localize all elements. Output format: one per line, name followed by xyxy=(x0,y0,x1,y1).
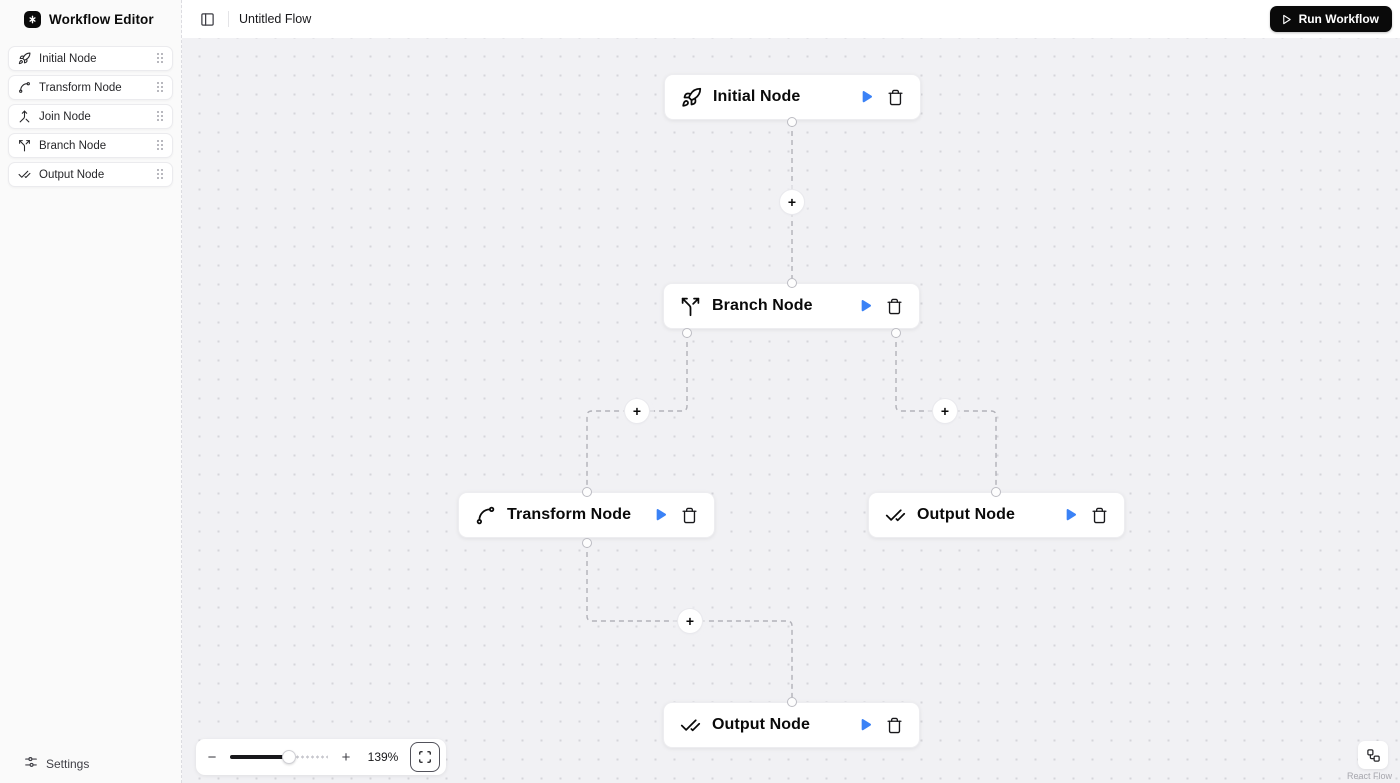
add-node-button[interactable]: + xyxy=(779,189,805,215)
palette-item-label: Transform Node xyxy=(39,81,122,94)
run-workflow-label: Run Workflow xyxy=(1298,12,1379,26)
node-delete-button[interactable] xyxy=(887,89,904,106)
merge-icon xyxy=(18,110,31,123)
node-palette: Initial Node Transform Node Join Node Br… xyxy=(0,38,181,195)
palette-item-initial-node[interactable]: Initial Node xyxy=(8,46,173,71)
trash-icon xyxy=(886,717,903,734)
react-flow-attribution-label[interactable]: React Flow xyxy=(1346,771,1392,781)
fit-view-button[interactable] xyxy=(410,742,440,772)
node-initial[interactable]: Initial Node xyxy=(664,74,921,120)
spline-icon xyxy=(475,505,496,526)
node-run-button[interactable] xyxy=(1062,507,1078,523)
node-delete-button[interactable] xyxy=(681,507,698,524)
handle-output-bottom-target[interactable] xyxy=(787,697,797,707)
node-label: Branch Node xyxy=(712,297,813,314)
palette-item-transform-node[interactable]: Transform Node xyxy=(8,75,173,100)
palette-item-label: Initial Node xyxy=(39,52,97,65)
palette-item-label: Join Node xyxy=(39,110,91,123)
play-icon xyxy=(652,507,668,523)
handle-transform-target[interactable] xyxy=(582,487,592,497)
panel-left-icon xyxy=(200,12,215,27)
edges-layer xyxy=(586,122,997,702)
add-node-button[interactable]: + xyxy=(624,398,650,424)
split-icon xyxy=(680,296,701,317)
rocket-icon xyxy=(681,87,702,108)
grip-icon[interactable] xyxy=(157,53,164,64)
play-icon xyxy=(1062,507,1078,523)
add-node-button[interactable]: + xyxy=(677,608,703,634)
handle-initial-source[interactable] xyxy=(787,117,797,127)
zoom-out-button[interactable]: − xyxy=(202,744,222,770)
palette-item-label: Branch Node xyxy=(39,139,107,152)
grip-icon[interactable] xyxy=(157,111,164,122)
handle-branch-source-left[interactable] xyxy=(682,328,692,338)
trash-icon xyxy=(681,507,698,524)
node-label: Output Node xyxy=(917,506,1015,523)
handle-output-right-target[interactable] xyxy=(991,487,1001,497)
node-transform[interactable]: Transform Node xyxy=(458,492,715,538)
play-icon xyxy=(858,89,874,105)
settings-sliders-icon xyxy=(24,755,38,772)
settings-label: Settings xyxy=(46,756,90,771)
zoom-in-button[interactable]: + xyxy=(336,744,356,770)
react-flow-logo-icon[interactable] xyxy=(1358,741,1388,769)
handle-branch-target[interactable] xyxy=(787,278,797,288)
play-icon xyxy=(857,298,873,314)
play-icon xyxy=(1281,14,1292,25)
handle-transform-source[interactable] xyxy=(582,538,592,548)
node-output-bottom[interactable]: Output Node xyxy=(663,702,920,748)
node-delete-button[interactable] xyxy=(1091,507,1108,524)
sidebar: Workflow Editor Initial Node Transform N… xyxy=(0,0,182,783)
app-logo-asterisk-icon xyxy=(24,11,41,28)
node-output-right[interactable]: Output Node xyxy=(868,492,1125,538)
node-label: Output Node xyxy=(712,716,810,733)
node-delete-button[interactable] xyxy=(886,717,903,734)
grip-icon[interactable] xyxy=(157,140,164,151)
app-title: Workflow Editor xyxy=(49,12,154,27)
trash-icon xyxy=(1091,507,1108,524)
palette-item-join-node[interactable]: Join Node xyxy=(8,104,173,129)
toggle-sidebar-button[interactable] xyxy=(194,6,220,32)
split-icon xyxy=(18,139,31,152)
node-label: Initial Node xyxy=(713,88,801,105)
check-check-icon xyxy=(680,715,701,736)
play-icon xyxy=(857,717,873,733)
flow-name: Untitled Flow xyxy=(239,12,312,26)
rocket-icon xyxy=(18,52,31,65)
node-delete-button[interactable] xyxy=(886,298,903,315)
zoom-level: 139% xyxy=(367,750,399,764)
handle-branch-source-right[interactable] xyxy=(891,328,901,338)
zoom-controls: − + 139% xyxy=(196,739,446,775)
fit-view-icon xyxy=(418,750,432,764)
zoom-slider-fill xyxy=(230,755,289,759)
node-run-button[interactable] xyxy=(858,89,874,105)
check-check-icon xyxy=(18,168,31,181)
zoom-slider[interactable] xyxy=(230,750,328,764)
node-run-button[interactable] xyxy=(857,717,873,733)
node-run-button[interactable] xyxy=(857,298,873,314)
check-check-icon xyxy=(885,505,906,526)
app-header: Workflow Editor xyxy=(0,0,181,38)
grip-icon[interactable] xyxy=(157,169,164,180)
node-run-button[interactable] xyxy=(652,507,668,523)
add-node-button[interactable]: + xyxy=(932,398,958,424)
attribution: React Flow xyxy=(1347,741,1392,781)
node-branch[interactable]: Branch Node xyxy=(663,283,920,329)
topbar-divider xyxy=(228,11,229,27)
spline-icon xyxy=(18,81,31,94)
node-label: Transform Node xyxy=(507,506,632,523)
run-workflow-button[interactable]: Run Workflow xyxy=(1269,6,1392,32)
palette-item-output-node[interactable]: Output Node xyxy=(8,162,173,187)
trash-icon xyxy=(886,298,903,315)
zoom-slider-thumb[interactable] xyxy=(281,750,296,764)
grip-icon[interactable] xyxy=(157,82,164,93)
palette-item-branch-node[interactable]: Branch Node xyxy=(8,133,173,158)
topbar: Untitled Flow Run Workflow xyxy=(182,0,1400,38)
settings-button[interactable]: Settings xyxy=(0,743,181,783)
flow-canvas[interactable]: + + + + Initial Node Branch Node xyxy=(182,38,1400,783)
trash-icon xyxy=(887,89,904,106)
palette-item-label: Output Node xyxy=(39,168,105,181)
